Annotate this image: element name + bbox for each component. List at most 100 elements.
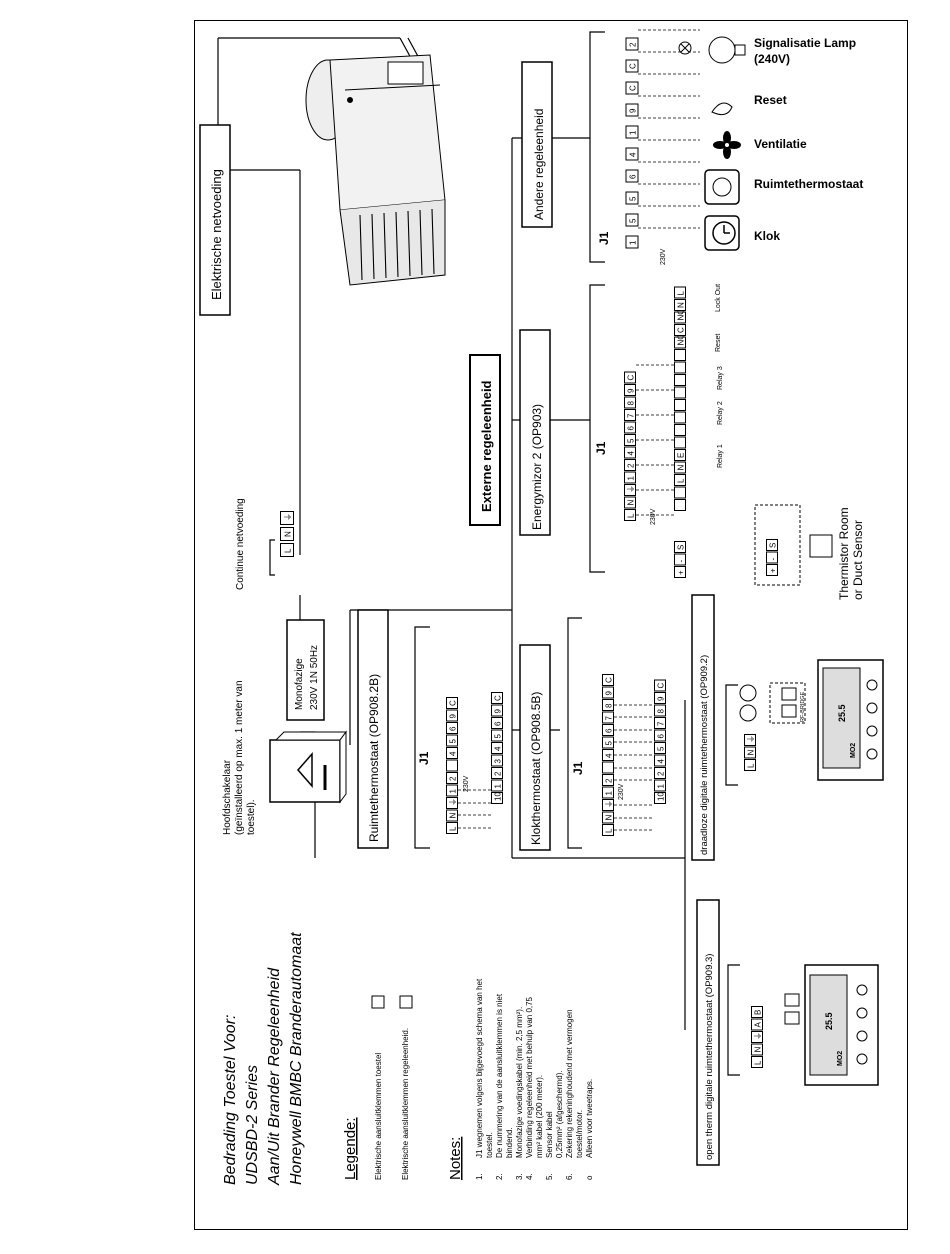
- clock-bottom-terminal-label: 6: [657, 734, 666, 739]
- wireless-button-2[interactable]: [866, 702, 878, 714]
- clock-top-terminal-label: 9: [605, 691, 614, 696]
- energy-top-terminal: N: [624, 496, 636, 509]
- warning-icon: [297, 752, 313, 788]
- opentherm-button-3[interactable]: [856, 1030, 868, 1042]
- energy-mid-terminal: N: [674, 461, 686, 474]
- clock-top-terminal: 5: [602, 736, 614, 749]
- clock-bottom-terminal: 7: [654, 717, 666, 729]
- device-lamp-label: Signalisatie Lamp: [754, 36, 856, 50]
- energymizor-j1-label: J1: [594, 441, 608, 455]
- other-terminal: 4: [625, 147, 639, 161]
- clock-top-terminal: L: [602, 824, 614, 836]
- external-label: Externe regeleenheid: [479, 380, 494, 512]
- note-number: 3.: [515, 1173, 524, 1180]
- note-number: 2.: [495, 1173, 504, 1180]
- opentherm-button-2[interactable]: [856, 1007, 868, 1019]
- clock-bottom-terminal-label: 4: [657, 759, 666, 764]
- opentherm-terminal: L: [751, 1056, 763, 1068]
- note-text: J1 wegnemen volgens bijgevoegd schema va…: [475, 978, 484, 1158]
- energy-top-terminal-label: 6: [627, 426, 636, 431]
- room-top-terminal-label: N: [449, 813, 458, 819]
- energy-mid-terminal: [674, 386, 686, 399]
- device-fan-label: Ventilatie: [754, 137, 807, 151]
- clock-top-terminal-label: 4: [605, 753, 614, 758]
- wireless-box: draadloze digitale ruimtethermostaat (OP…: [691, 594, 715, 861]
- opentherm-terminal-label: B: [754, 1010, 763, 1015]
- room-bottom-terminal: 5: [491, 729, 503, 742]
- energymizor-label: Energymizor 2 (OP903): [530, 404, 544, 530]
- wireless-button-4[interactable]: [866, 748, 878, 760]
- other-terminal: 5: [625, 191, 639, 205]
- wireless-button-3[interactable]: [866, 725, 878, 737]
- thermostat-icon: [704, 169, 740, 205]
- wireless-button-1[interactable]: [866, 679, 878, 691]
- energy-top-terminal: 9: [624, 384, 636, 396]
- room-top-terminal-label: L: [449, 826, 458, 831]
- clock-bottom-terminal: 5: [654, 742, 666, 754]
- other-terminal: 1: [625, 235, 639, 249]
- wireless-terminal-label: ⏚: [747, 735, 756, 743]
- clock-top-terminal-label: 6: [605, 728, 614, 733]
- wireless-terminal: N: [744, 746, 756, 759]
- energy-top-terminal-label: 2: [627, 463, 636, 468]
- other-terminal-label: 2: [629, 42, 638, 47]
- svg-text:Relay 3: Relay 3: [717, 366, 724, 390]
- energy-mid-terminal: E: [674, 449, 686, 461]
- room-top-terminal: C: [446, 697, 458, 709]
- room-top-terminal-label: 9: [449, 714, 458, 719]
- sensor-a-terminal: +: [674, 566, 686, 578]
- device-clock-label: Klok: [754, 229, 780, 243]
- clock-bottom-terminal-label: 2: [657, 771, 666, 776]
- clock-bottom-terminal-label: 5: [657, 746, 666, 751]
- clock-top-terminal: 2: [602, 774, 614, 786]
- opentherm-terminal: N: [751, 1043, 763, 1056]
- clock-bottom-terminal: 6: [654, 729, 666, 742]
- other-volt-label: 230V: [660, 248, 667, 265]
- wireless-terminal-label: L: [747, 763, 756, 768]
- clock-bottom-terminal: 10: [654, 792, 666, 804]
- legend-heading: Legende:: [342, 1117, 359, 1180]
- room-top-terminal-label: 1: [449, 789, 458, 794]
- clock-bottom-terminal: 8: [654, 704, 666, 717]
- power-terminal-label: L: [284, 548, 293, 553]
- energy-top-terminal: 7: [624, 409, 636, 421]
- clock-thermostat-label: Klokthermostaat (OP908.5B): [529, 692, 543, 845]
- other-terminal: 2: [625, 37, 639, 51]
- power-terminal: N: [280, 527, 294, 541]
- clock-top-terminal-label: 1: [605, 791, 614, 796]
- room-top-terminal-label: ⏚: [449, 798, 458, 806]
- energy-top-terminal: 4: [624, 446, 636, 459]
- opentherm-button-4[interactable]: [856, 1053, 868, 1065]
- note-text: Sensor kabel: [545, 1111, 554, 1158]
- clock-top-terminal-label: 8: [605, 703, 614, 708]
- title-block: Bedrading Toestel Voor: UDSBD-2 Series A…: [222, 932, 305, 1186]
- room-bottom-terminal-label: 4: [494, 746, 503, 751]
- wireless-terminal: ⏚: [744, 734, 756, 746]
- room-bottom-terminal: 10: [491, 792, 503, 804]
- room-bottom-terminal-label: 2: [494, 771, 503, 776]
- clock-top-terminal-label: 5: [605, 741, 614, 746]
- power-terminal: L: [280, 543, 294, 557]
- opentherm-button-1[interactable]: [856, 984, 868, 996]
- room-bottom-terminal: 2: [491, 767, 503, 779]
- sensor-b-terminal-label: +: [769, 568, 778, 573]
- energy-top-terminal: 1: [624, 471, 636, 484]
- energy-mid-terminal-label: NO: [677, 334, 686, 346]
- energy-mid-terminal: L: [674, 474, 686, 486]
- room-top-terminal: ⏚: [446, 797, 458, 809]
- room-bottom-terminal: 3: [491, 754, 503, 767]
- energy-mid-terminal: [674, 349, 686, 361]
- sensor-b-terminal: S: [766, 539, 778, 551]
- energy-top-terminal: 2: [624, 459, 636, 471]
- other-terminal-label: C: [629, 63, 638, 69]
- other-controller-label: Andere regeleenheid: [532, 109, 546, 220]
- power-terminal-label: ⏚: [284, 513, 293, 521]
- clock-top-terminal-label: L: [605, 828, 614, 833]
- room-bottom-terminal-label: 3: [494, 759, 503, 764]
- clock-top-terminal: C: [602, 674, 614, 686]
- room-top-terminal-label: C: [449, 700, 458, 706]
- mains-label: Elektrische netvoeding: [209, 169, 224, 300]
- wireless-thermostat-device: RF-BRIDGE 25.5 MO2: [739, 659, 884, 781]
- clock-bottom-terminal: 9: [654, 692, 666, 704]
- mono-box: Monofazige 230V 1N 50Hz: [286, 619, 325, 721]
